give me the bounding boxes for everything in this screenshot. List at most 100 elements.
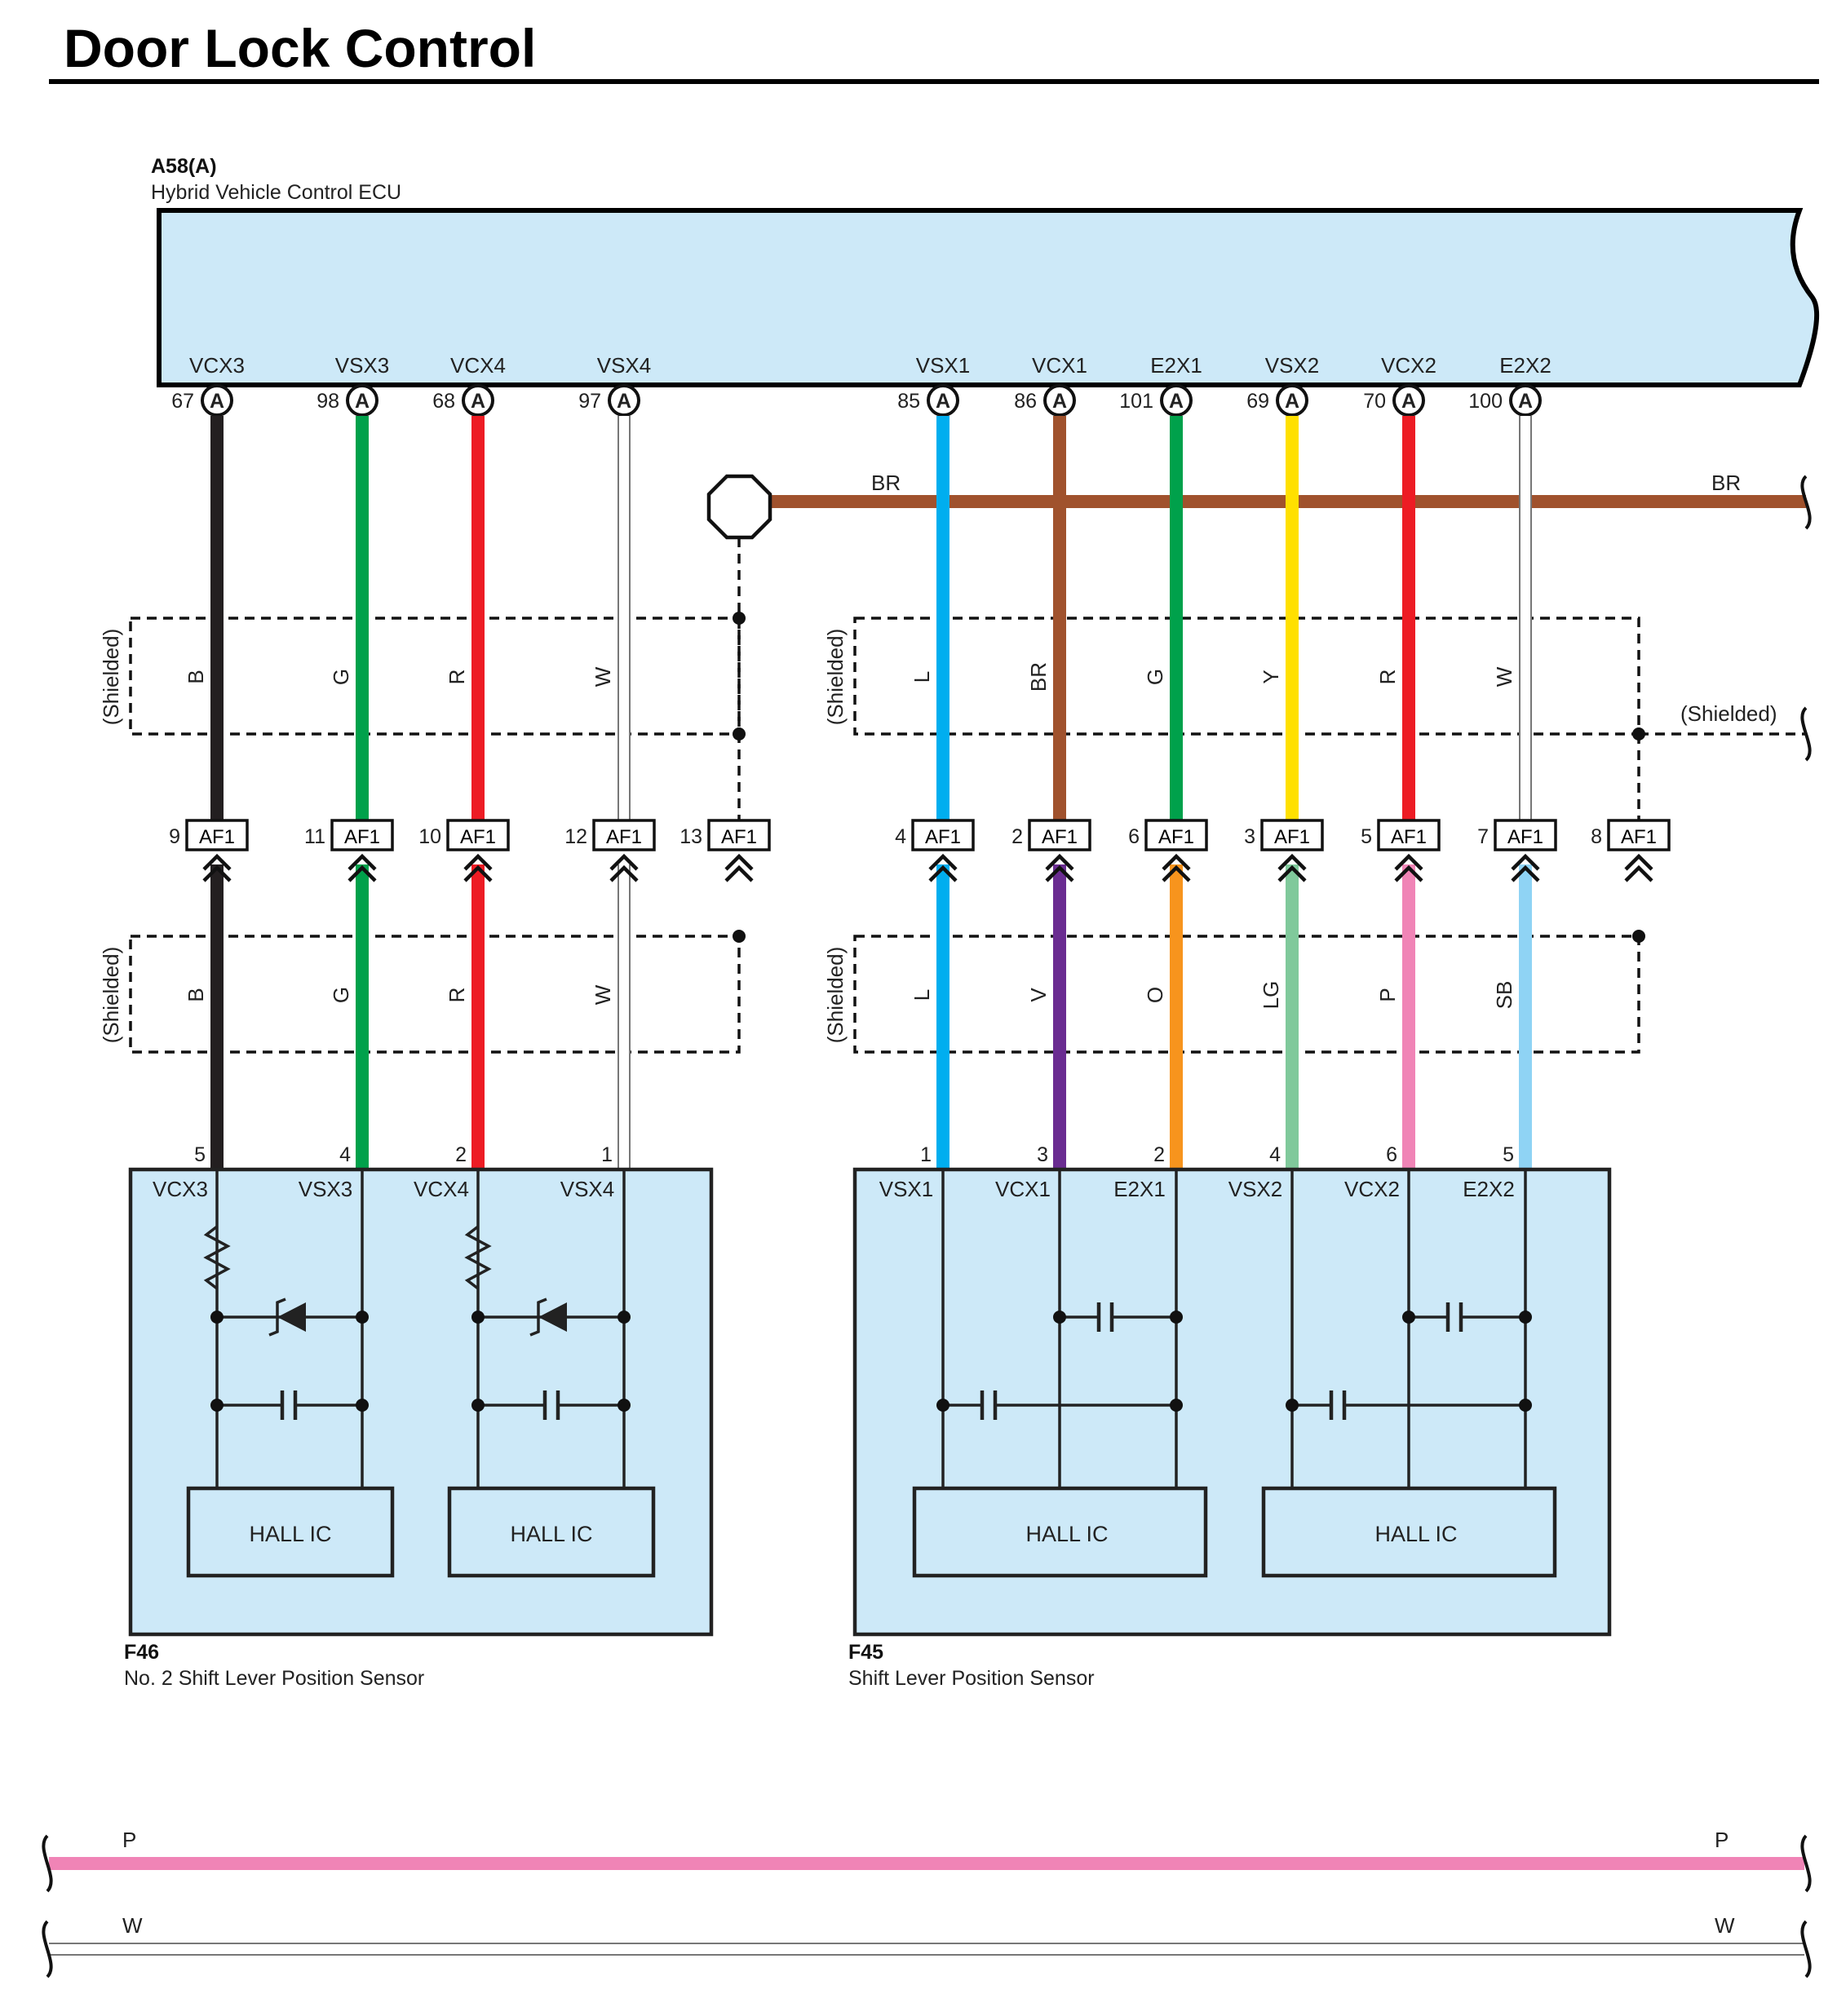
ecu-connector-circle (1160, 384, 1193, 417)
ecu-pin-number: 101 (1119, 390, 1153, 413)
shield-splice-dot (1632, 727, 1645, 741)
af1-pin-number: 12 (564, 825, 587, 848)
af1-pin-number: 2 (1011, 825, 1023, 848)
af1-connector-name: AF1 (1274, 826, 1310, 848)
connector-chevron-icon (463, 864, 493, 882)
shield-lower-right (853, 935, 1640, 1054)
resistor-icon (464, 1225, 492, 1290)
shield-label-lower-left: (Shielded) (99, 947, 123, 1044)
af1-pin-number: 7 (1477, 825, 1489, 848)
wire-code-upper: BR (1026, 662, 1051, 692)
sensor-left-pin-number: 5 (194, 1143, 206, 1166)
bottom-wire-code-left: P (122, 1828, 136, 1852)
sensor-left-id: F46 (124, 1641, 159, 1664)
break-mark-right (1800, 1834, 1812, 1893)
ecu-connector-circle (1509, 384, 1542, 417)
ecu-pin-number: 69 (1246, 390, 1269, 413)
ecu-connector-circle (927, 384, 959, 417)
connector-chevron-icon (724, 864, 754, 882)
af1-connector-name: AF1 (460, 826, 496, 848)
af1-pin-number: 11 (304, 825, 325, 848)
connector-chevron-icon (1624, 853, 1653, 871)
hall-ic-box (912, 1486, 1208, 1578)
connector-chevron-icon (202, 864, 232, 882)
ecu-pin-number: 100 (1468, 390, 1503, 413)
ecu-pin-number: 98 (316, 390, 339, 413)
shield-upper-right (853, 617, 1640, 736)
connector-chevron-icon (1277, 853, 1307, 871)
sensor-left-pin-number: 2 (455, 1143, 467, 1166)
wire-code-lower: V (1026, 988, 1051, 1002)
af1-connector-box (592, 819, 656, 851)
ground-bus-code-right: BR (1711, 471, 1741, 495)
hall-ic-label: HALL IC (1374, 1522, 1457, 1546)
connector-chevron-icon (1162, 853, 1191, 871)
connector-chevron-icon (1394, 864, 1423, 882)
connector-chevron-icon (202, 853, 232, 871)
resistor-icon (203, 1225, 231, 1290)
wire-code-upper: B (184, 670, 208, 683)
af1-connector-name: AF1 (606, 826, 642, 848)
ecu-pin-number: 86 (1014, 390, 1037, 413)
af1-connector-name: AF1 (1391, 826, 1427, 848)
af1-connector-box (1377, 819, 1441, 851)
ecu-connector-letter: A (1285, 390, 1299, 413)
sensor-right-pin-signal: VCX1 (995, 1177, 1051, 1201)
shield-regions: (Shielded) (Shielded) (Shielded) (Shield… (99, 612, 1812, 1054)
ecu-connector-letter: A (936, 390, 950, 413)
ecu-connector-circle (201, 384, 233, 417)
wire-code-upper: R (1375, 670, 1400, 685)
zener-diode-icon (277, 1302, 306, 1332)
sensor-right-pin-number: 2 (1153, 1143, 1165, 1166)
af1-connector-box (185, 819, 249, 851)
hall-ic-label: HALL IC (510, 1522, 592, 1546)
ecu-body (157, 208, 1820, 387)
ecu-pin-signal: VCX4 (450, 353, 506, 378)
ecu-pin-signal: VCX3 (189, 353, 245, 378)
sensor-right-pin-signal: VSX1 (879, 1177, 934, 1201)
af1-pin-number: 5 (1361, 825, 1372, 848)
connector-chevron-icon (609, 853, 639, 871)
ecu-connector-letter: A (210, 390, 224, 413)
connector-chevron-icon (1511, 864, 1540, 882)
af1-connector-box (1260, 819, 1324, 851)
hall-ic-box (447, 1486, 656, 1578)
sensor-left-pin-number: 1 (601, 1143, 613, 1166)
ground-splice-point (706, 474, 772, 540)
sensor-right-pin-signal: E2X2 (1463, 1177, 1515, 1201)
af1-connector-box (1607, 819, 1671, 851)
break-mark-right (1800, 1920, 1812, 1978)
ecu-pin-number: 67 (171, 390, 194, 413)
connector-chevron-icon (1045, 864, 1074, 882)
bottom-wire-code-left: W (122, 1913, 143, 1938)
af1-pin-number: 9 (169, 825, 180, 848)
ecu-pin-number: 68 (432, 390, 455, 413)
connector-chevron-icon (1624, 864, 1653, 882)
connector-chevron-icon (1277, 864, 1307, 882)
af1-connector-box (446, 819, 510, 851)
ecu-pin-signal: VCX2 (1381, 353, 1436, 378)
af1-connector-name: AF1 (1158, 826, 1194, 848)
sensor-left-pin-signal: VCX3 (153, 1177, 208, 1201)
wire-code-upper: G (1143, 669, 1167, 685)
sensor-right-pin-number: 1 (920, 1143, 932, 1166)
af1-connector-box (1494, 819, 1557, 851)
wire-code-upper: W (1492, 666, 1516, 687)
wire-code-lower: G (329, 987, 353, 1003)
ecu-pin-number: 70 (1363, 390, 1386, 413)
af1-connector-box (911, 819, 975, 851)
zener-diode-icon (538, 1302, 567, 1332)
sensor-right-pin-signal: VSX2 (1228, 1177, 1283, 1201)
connector-chevron-icon (928, 853, 958, 871)
af1-connector-name: AF1 (1042, 826, 1078, 848)
wire-code-lower: P (1375, 988, 1400, 1001)
sensor-right-pin-number: 4 (1269, 1143, 1281, 1166)
sensor-right-pin-number: 6 (1386, 1143, 1397, 1166)
bottom-wire-code-right: P (1715, 1828, 1729, 1852)
wire-code-lower: R (445, 988, 469, 1003)
